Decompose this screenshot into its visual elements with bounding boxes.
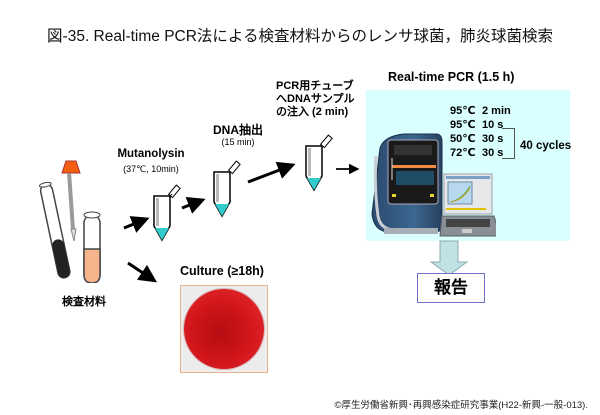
down-arrow-icon xyxy=(430,240,469,276)
mutanolysin-label: Mutanolysin xyxy=(117,148,185,160)
pcr-step-temp: 95℃ xyxy=(450,119,476,131)
dna-extraction-time: (15 min) xyxy=(221,137,255,147)
pcr-step-temp: 50℃ xyxy=(450,133,476,145)
injection-line: へDNAサンプル xyxy=(276,93,355,105)
specimen-tubes-icon xyxy=(38,160,101,283)
culture-label: Culture (≥18h) xyxy=(180,264,264,278)
pcr-program: 95℃ 2 min 95℃ 10 s 50℃ 30 s 72℃ 30 s xyxy=(450,104,511,160)
thermal-cycler-icon xyxy=(371,133,496,237)
copyright-footer: ©厚生労働省新興･再興感染症研究事業(H22-新興-一般-013). xyxy=(334,400,589,411)
pcr-step: 72℃ 30 s xyxy=(450,146,511,160)
pcr-step-time: 10 s xyxy=(482,119,504,131)
pcr-step-time: 30 s xyxy=(482,133,504,145)
mutanolysin-condition: (37℃, 10min) xyxy=(123,164,179,174)
blood-agar-plate-icon xyxy=(180,285,268,373)
arrow-to-mutanolysin xyxy=(123,216,150,233)
petri-dish xyxy=(184,289,264,369)
pcr-step-time: 2 min xyxy=(482,105,511,117)
pcr-step: 95℃ 10 s xyxy=(450,118,511,132)
sample-label: 検査材料 xyxy=(62,296,106,308)
injection-label: PCR用チューブ へDNAサンプル の注入 (2 min) xyxy=(276,80,355,119)
cycles-label: 40 cycles xyxy=(520,140,572,152)
pcr-tube-icon xyxy=(305,134,333,192)
realtime-pcr-label: Real-time PCR (1.5 h) xyxy=(388,70,515,84)
injection-line: の注入 (2 min) xyxy=(276,106,349,118)
microtube-icon xyxy=(213,160,241,218)
microtube-icon xyxy=(153,184,181,242)
pcr-step-temp: 72℃ xyxy=(450,147,476,159)
dna-extraction-label: DNA抽出 xyxy=(213,123,263,137)
report-box: 報告 xyxy=(417,273,485,303)
pcr-step-time: 30 s xyxy=(482,147,504,159)
pcr-step: 95℃ 2 min xyxy=(450,104,511,118)
cycle-bracket xyxy=(502,128,515,159)
arrow-to-injection xyxy=(247,161,296,184)
pcr-step: 50℃ 30 s xyxy=(450,132,511,146)
figure-title: 図-35. Real-time PCR法による検査材料からのレンサ球菌，肺炎球菌… xyxy=(47,28,553,45)
injection-line: PCR用チューブ xyxy=(276,80,354,92)
arrow-to-culture xyxy=(127,261,157,283)
pcr-step-temp: 95℃ xyxy=(450,105,476,117)
